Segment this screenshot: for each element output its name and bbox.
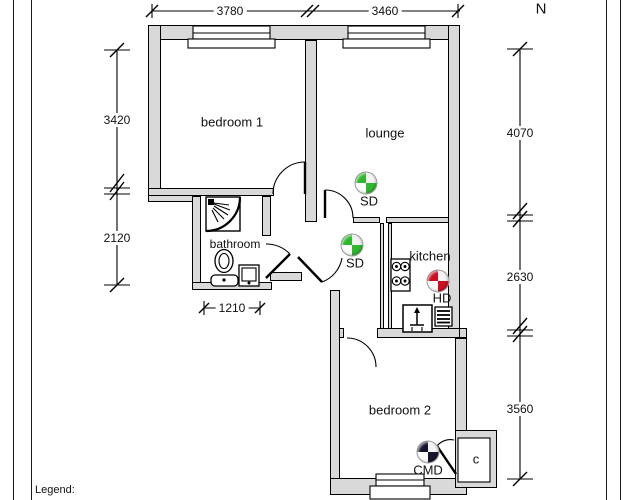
dim-right-3: 3560: [503, 402, 537, 416]
door-bedroom1-icon: [272, 161, 307, 195]
frame-border-left-outer: [13, 0, 14, 500]
door-bathroom-icon: [265, 243, 291, 279]
dim-bathroom-width: 1210: [215, 301, 249, 315]
dimension-line-right: [507, 41, 533, 487]
wall-hall-stub: [270, 272, 302, 281]
cupboard-label: c: [472, 451, 480, 467]
detector-label-sd2: SD: [345, 255, 365, 271]
dimension-line-bathroom: [198, 301, 266, 315]
detector-label-cmd: CMD: [413, 462, 443, 478]
room-label-bathroom: bathroom: [209, 237, 261, 251]
wall-lounge-bottom-left: [353, 217, 380, 223]
cupboard-interior: [457, 437, 491, 483]
dim-top-2: 3460: [368, 4, 402, 18]
dim-left-2: 2120: [100, 231, 134, 245]
window-bedroom2-icon: [369, 473, 431, 500]
frame-border-right-outer: [620, 0, 621, 500]
legend-label: Legend:: [35, 484, 75, 496]
heat-detector-icon: [426, 269, 450, 293]
room-label-kitchen: kitchen: [409, 248, 451, 264]
door-bedroom2-icon: [346, 337, 377, 368]
appliance-icon: [434, 306, 453, 327]
shower-icon: [205, 196, 242, 233]
dimension-line-top: [145, 4, 465, 18]
smoke-detector-1-icon: [354, 171, 378, 195]
hob-icon: [390, 258, 411, 292]
frame-border-left-inner: [31, 0, 32, 500]
smoke-detector-2-icon: [340, 233, 364, 257]
dim-top-1: 3780: [213, 4, 247, 18]
dimension-line-left: [104, 42, 130, 293]
room-label-bedroom1: bedroom 1: [200, 114, 264, 130]
dim-right-2: 2630: [503, 270, 537, 284]
basin-icon: [238, 264, 260, 287]
wall-bedroom1-lounge-divider: [305, 40, 317, 222]
detector-label-sd1: SD: [359, 193, 379, 209]
carbon-monoxide-detector-icon: [416, 440, 440, 464]
dim-left-1: 3420: [100, 113, 134, 127]
wall-bathroom-right-stub: [262, 196, 271, 236]
window-lounge-icon: [342, 25, 431, 49]
dim-right-1: 4070: [503, 126, 537, 140]
door-lounge-icon: [323, 189, 354, 219]
toilet-icon: [210, 248, 239, 287]
north-label: N: [535, 0, 547, 18]
door-hall-bedroom2-icon: [297, 256, 343, 283]
room-label-lounge: lounge: [365, 125, 405, 141]
detector-label-hd: HD: [432, 290, 452, 306]
kitchen-sink-icon: [402, 304, 433, 333]
room-label-bedroom2: bedroom 2: [368, 402, 432, 418]
window-bedroom1-icon: [187, 25, 276, 49]
frame-border-right-inner: [606, 0, 607, 500]
